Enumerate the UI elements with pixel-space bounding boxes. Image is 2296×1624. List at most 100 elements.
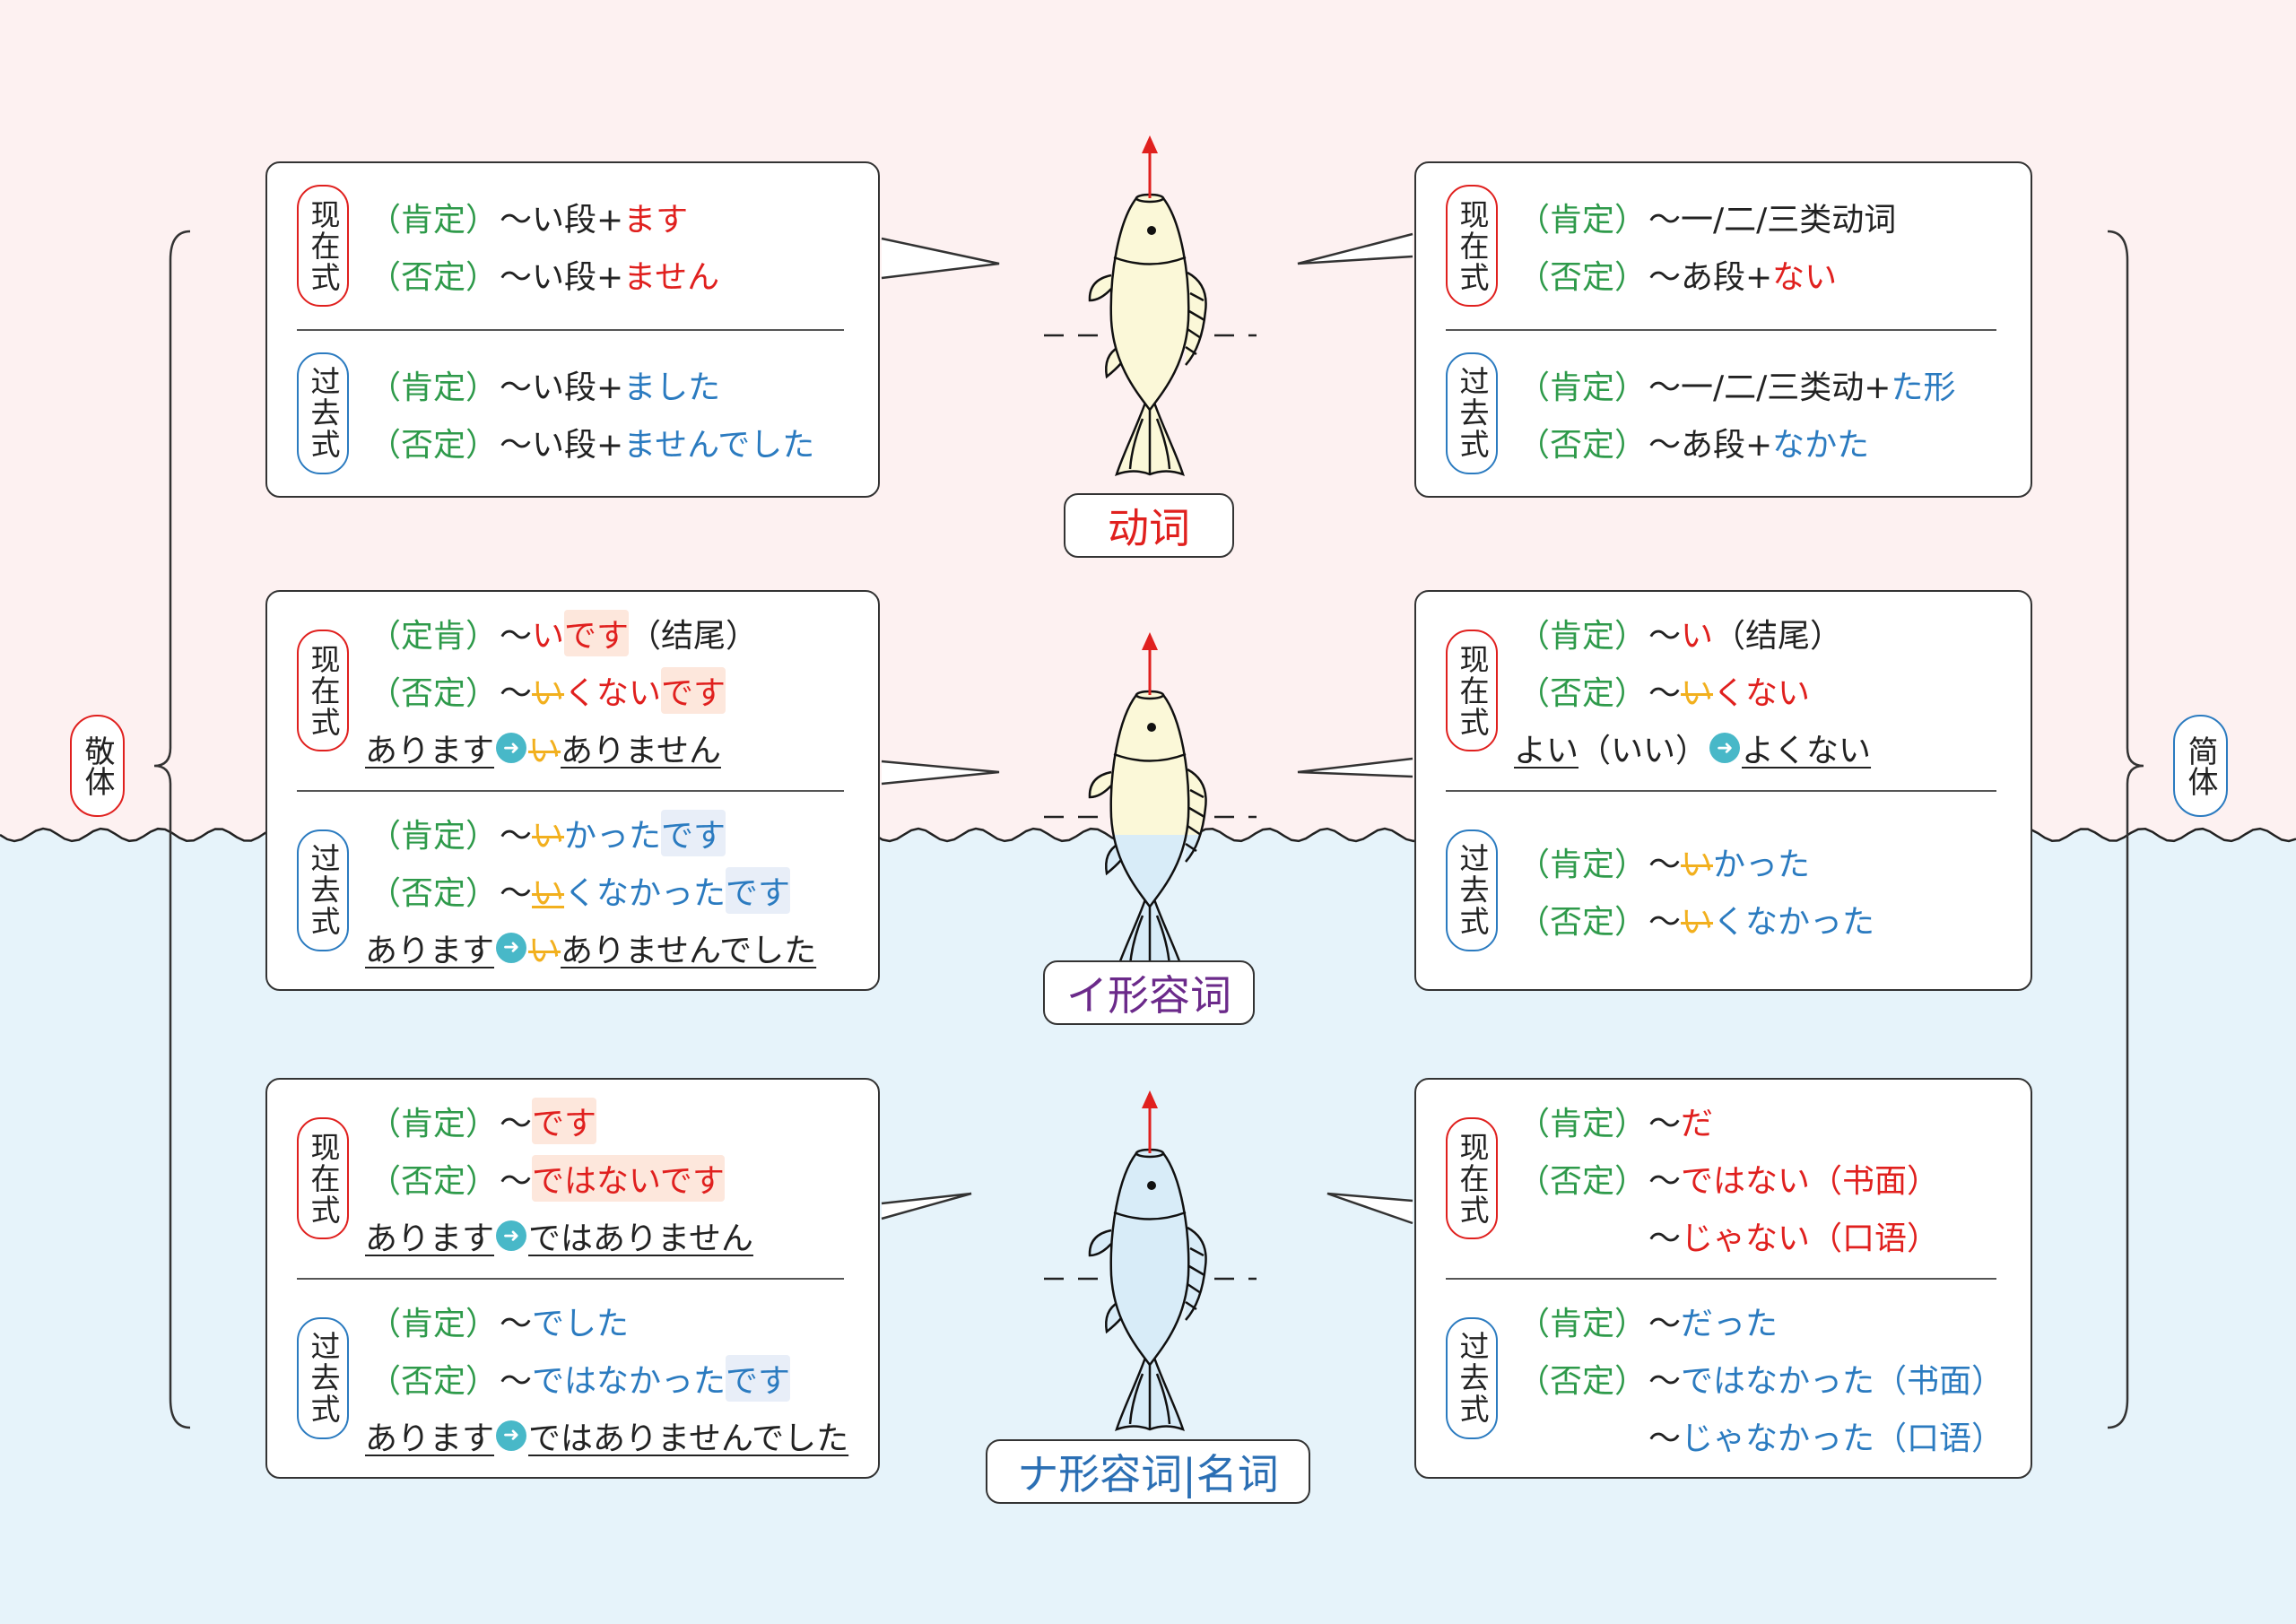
form-text: ではなかった <box>532 1362 726 1400</box>
form-text: ます <box>623 202 689 239</box>
tense-section: 过去式 （肯定）～いかった（否定）～いくなかった <box>1446 792 1996 990</box>
form-line: あります➜いありませんでした <box>365 919 816 977</box>
conjugation-box: 现在式（肯定）～い段+ます（否定）～い段+ません过去式（肯定）～い段+ました（否… <box>265 161 880 498</box>
form-lines: （肯定）～だった（否定）～ではなかった（书面）～じゃなかった（口语） <box>1518 1292 2004 1464</box>
fish-eye <box>1147 1181 1156 1190</box>
form-text: です <box>726 866 791 914</box>
form-line: （肯定）～だった <box>1518 1292 2004 1350</box>
form-text: です <box>532 1098 597 1145</box>
form-text: でした <box>532 1305 630 1342</box>
polarity-label: （否定） <box>369 874 499 912</box>
polarity-label: （肯定） <box>1518 846 1648 883</box>
polarity-label: （否定） <box>1518 903 1648 941</box>
polarity-label: （肯定） <box>369 1305 499 1342</box>
left-brace <box>153 230 191 1429</box>
form-line: （肯定）～い（结尾） <box>1518 604 1871 662</box>
removed-i: い <box>532 817 565 855</box>
removed-i: い <box>1681 846 1714 883</box>
form-line: あります➜いありません <box>365 719 758 777</box>
arrow-right-circle-icon: ➜ <box>496 932 527 963</box>
form-text: た形 <box>1891 369 1956 406</box>
plain-form-label: 简体 <box>2173 715 2228 817</box>
polarity-label: （否定） <box>369 1362 499 1400</box>
polarity-label: （否定） <box>1518 1362 1648 1400</box>
removed-i: い <box>1681 903 1714 941</box>
tense-badge: 现在式 <box>1446 630 1498 752</box>
form-text: い <box>1681 618 1714 656</box>
form-text: ～ <box>1648 675 1682 713</box>
form-text: ～ <box>500 1305 533 1342</box>
tense-badge: 过去式 <box>1446 1316 1498 1439</box>
form-text: くなかった <box>1713 903 1875 941</box>
form-line: （否定）～ではなかったです <box>369 1350 848 1407</box>
form-text: ない <box>1772 259 1838 297</box>
form-line: （否定）～あ段+なかた <box>1518 413 1955 471</box>
tense-section: 现在式（肯定）～です（否定）～ではないですあります➜ではありません <box>297 1080 844 1278</box>
form-text: ではない（书面） <box>1681 1163 1940 1201</box>
tense-badge: 过去式 <box>1446 352 1498 474</box>
form-line: （肯定）～です <box>369 1092 753 1150</box>
removed-i: い <box>532 675 565 713</box>
polarity-label: （肯定） <box>1518 618 1648 656</box>
tense-badge: 过去式 <box>297 829 349 951</box>
form-text: ～ <box>500 1362 533 1400</box>
form-text: ～ <box>1648 1305 1682 1342</box>
form-text: ありませんでした <box>561 932 817 969</box>
tense-section: 现在式（肯定）～だ（否定）～ではない（书面）～じゃない（口语） <box>1446 1080 1996 1278</box>
conjugation-box: 现在式（定肯）～いです（结尾）（否定）～いくないですあります➜いありません过去式… <box>265 590 880 991</box>
form-text: ～ <box>1648 1163 1682 1201</box>
form-text: （结尾） <box>1713 618 1843 656</box>
form-text: ～一/二/三类动词 <box>1648 202 1897 239</box>
polarity-label: （肯定） <box>1518 369 1648 406</box>
form-text: です <box>661 809 726 856</box>
form-lines: （肯定）～い段+ます（否定）～い段+ません <box>369 188 719 303</box>
tense-badge: 过去式 <box>1446 829 1498 951</box>
divider <box>297 789 844 792</box>
form-line: （肯定）～い段+ます <box>369 188 719 246</box>
removed-i: い <box>532 874 565 912</box>
arrow-right-circle-icon: ➜ <box>1709 733 1741 764</box>
tense-section: 过去式（肯定）～でした（否定）～ではなかったですあります➜ではありませんでした <box>297 1280 848 1478</box>
fish-icon <box>1088 1090 1207 1432</box>
form-lines: （肯定）～一/二/三类动词（否定）～あ段+ない <box>1518 188 1896 303</box>
arrow-right-circle-icon: ➜ <box>496 1420 527 1451</box>
form-text: ～い段+ <box>500 369 624 406</box>
form-text: い <box>532 618 565 656</box>
form-line: （肯定）～い段+ました <box>369 356 814 413</box>
removed-i: い <box>528 733 561 770</box>
fish-lines <box>1113 256 1205 474</box>
fish-fin <box>1088 770 1112 799</box>
fish-fin <box>1088 1229 1112 1257</box>
form-line: よい（いい）➜よくない <box>1514 719 1871 777</box>
form-lines: （定肯）～いです（结尾）（否定）～いくないですあります➜いありません <box>365 604 758 777</box>
form-lines: （肯定）～でした（否定）～ではなかったですあります➜ではありませんでした <box>365 1292 848 1464</box>
form-text: ～い段+ <box>500 426 624 464</box>
polarity-label: （肯定） <box>1518 1106 1648 1143</box>
polarity-label: （否定） <box>369 1163 499 1201</box>
form-text: ～ <box>1648 1362 1682 1400</box>
form-text: じゃない（口语） <box>1681 1220 1940 1258</box>
up-arrow-icon <box>1142 135 1158 153</box>
fish-body <box>1109 196 1190 413</box>
divider <box>297 328 844 331</box>
form-text: ～ <box>500 1106 533 1143</box>
tense-section: 现在式（肯定）～い（结尾）（否定）～いくないよい（いい）➜よくない <box>1446 592 1996 790</box>
form-text: です <box>661 667 726 715</box>
divider <box>1446 789 1996 792</box>
form-lines: （肯定）～い段+ました（否定）～い段+ませんでした <box>369 356 814 471</box>
fish-eye <box>1147 226 1156 235</box>
form-line: （否定）～ではなかった（书面） <box>1518 1350 2004 1407</box>
form-line: （肯定）～一/二/三类动词 <box>1518 188 1896 246</box>
form-lines: （肯定）～いかった（否定）～いくなかった <box>1518 833 1874 948</box>
divider <box>1446 1277 1996 1280</box>
conjugation-box: 现在式（肯定）～だ（否定）～ではない（书面）～じゃない（口语）过去式（肯定）～だ… <box>1414 1078 2032 1479</box>
tense-section: 过去式（肯定）～い段+ました（否定）～い段+ませんでした <box>297 331 844 497</box>
form-text: ～ <box>500 817 533 855</box>
tense-badge: 现在式 <box>297 185 349 308</box>
removed-i: い <box>528 932 561 969</box>
form-line: （肯定）～いかったです <box>369 804 816 862</box>
polarity-label: （否定） <box>369 259 499 297</box>
form-text: ではないです <box>532 1155 725 1203</box>
polarity-label: （否定） <box>369 675 499 713</box>
polarity-label: （肯定） <box>369 202 499 239</box>
